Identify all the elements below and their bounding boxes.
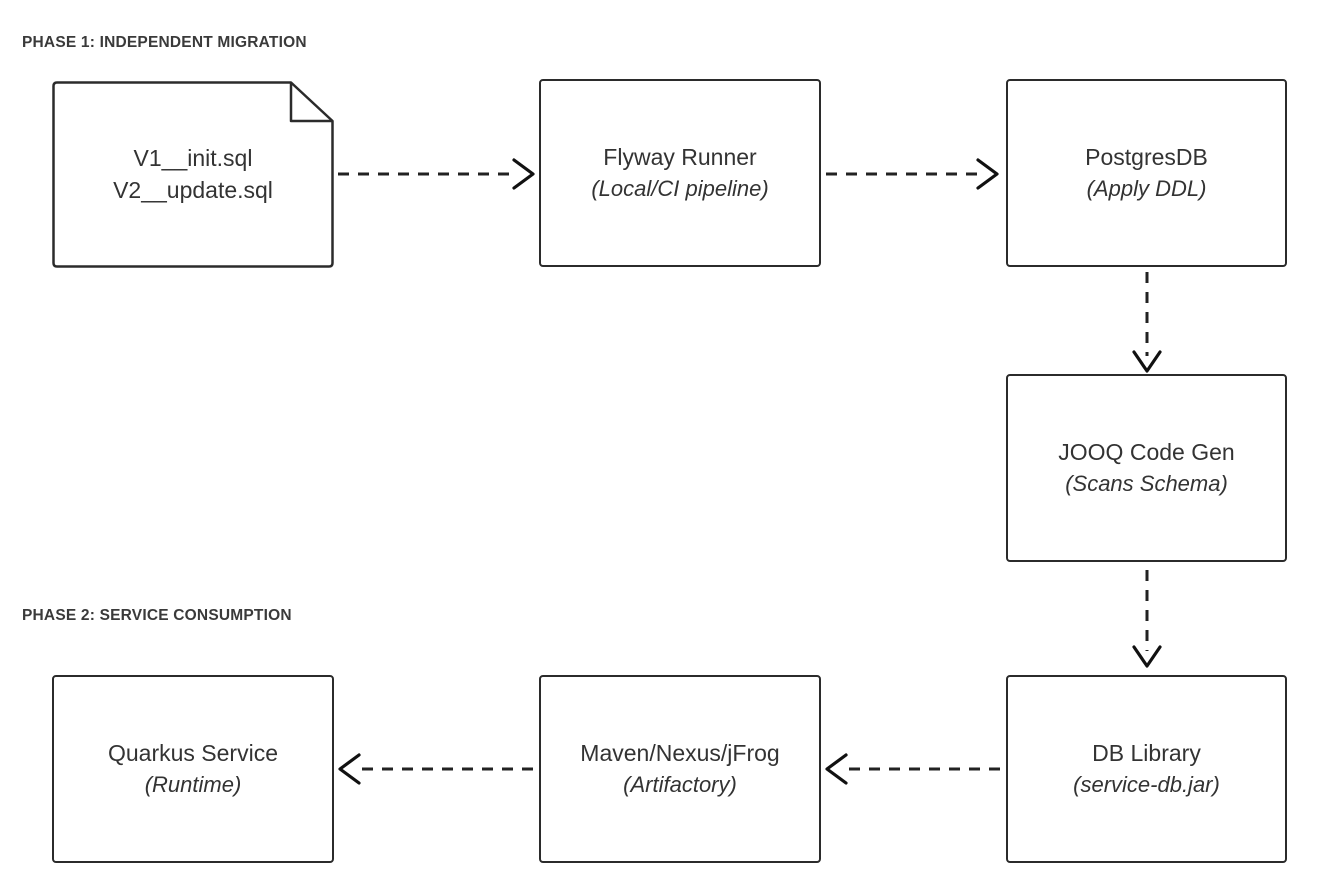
node-db-library-title: DB Library xyxy=(1092,740,1201,767)
node-postgres-db[interactable]: PostgresDB (Apply DDL) xyxy=(1006,79,1287,267)
node-flyway-runner-subtitle: (Local/CI pipeline) xyxy=(591,175,769,201)
edge-sql-to-flyway xyxy=(338,158,535,190)
node-artifact-repo-title: Maven/Nexus/jFrog xyxy=(580,740,780,767)
node-sql-migrations[interactable]: V1__init.sql V2__update.sql xyxy=(52,81,334,268)
edge-repo-to-quarkus xyxy=(338,753,533,785)
node-flyway-runner[interactable]: Flyway Runner (Local/CI pipeline) xyxy=(539,79,821,267)
document-shape-icon xyxy=(52,81,334,268)
node-postgres-db-subtitle: (Apply DDL) xyxy=(1086,175,1207,201)
node-artifact-repo[interactable]: Maven/Nexus/jFrog (Artifactory) xyxy=(539,675,821,863)
phase-2-label: PHASE 2: SERVICE CONSUMPTION xyxy=(22,607,292,624)
edge-dblib-to-repo xyxy=(825,753,1000,785)
node-quarkus-service[interactable]: Quarkus Service (Runtime) xyxy=(52,675,334,863)
node-sql-migrations-subtitle: V2__update.sql xyxy=(113,176,273,203)
node-sql-migrations-text: V1__init.sql V2__update.sql xyxy=(113,143,273,205)
node-quarkus-service-title: Quarkus Service xyxy=(107,740,278,767)
node-flyway-runner-title: Flyway Runner xyxy=(603,144,757,171)
node-db-library[interactable]: DB Library (service-db.jar) xyxy=(1006,675,1287,863)
node-artifact-repo-subtitle: (Artifactory) xyxy=(623,771,737,797)
node-quarkus-service-subtitle: (Runtime) xyxy=(144,771,242,797)
edge-jooq-to-dblib xyxy=(1132,570,1162,668)
node-jooq-code-gen-title: JOOQ Code Gen xyxy=(1058,439,1235,466)
edge-flyway-to-postgres xyxy=(826,158,999,190)
phase-1-label: PHASE 1: INDEPENDENT MIGRATION xyxy=(22,34,307,51)
node-jooq-code-gen-subtitle: (Scans Schema) xyxy=(1065,470,1228,496)
node-jooq-code-gen[interactable]: JOOQ Code Gen (Scans Schema) xyxy=(1006,374,1287,562)
node-db-library-subtitle: (service-db.jar) xyxy=(1073,771,1220,797)
edge-postgres-to-jooq xyxy=(1132,272,1162,373)
node-sql-migrations-title: V1__init.sql xyxy=(133,145,253,172)
node-postgres-db-title: PostgresDB xyxy=(1085,144,1208,171)
